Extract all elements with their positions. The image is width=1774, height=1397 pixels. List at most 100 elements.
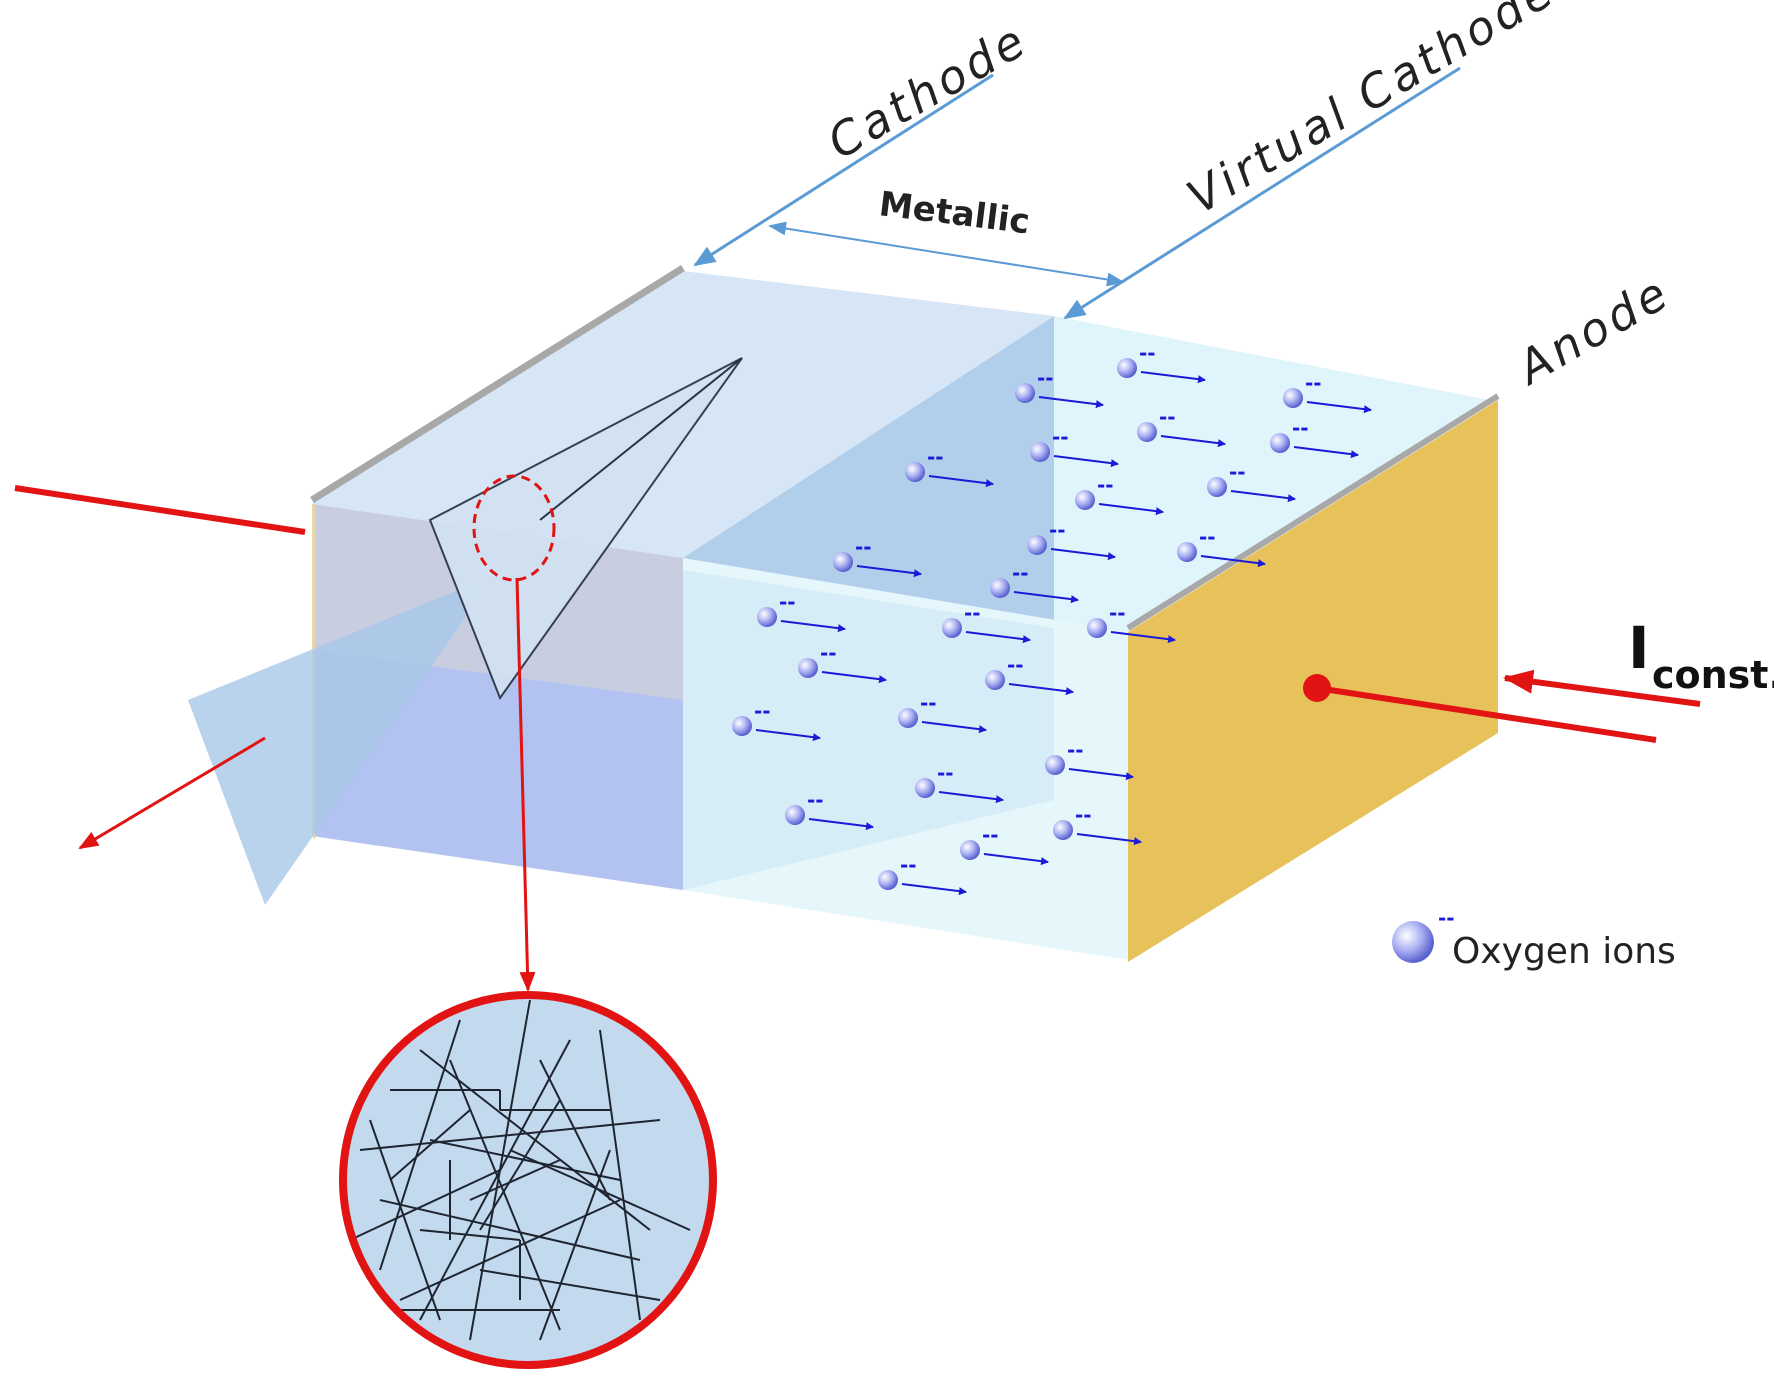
oxygen-ion: -- xyxy=(833,535,922,578)
oxygen-ion-sphere xyxy=(905,462,925,482)
oxygen-ion-sphere xyxy=(1015,383,1035,403)
anode-label: Anode xyxy=(1506,265,1680,396)
oxygen-ion-sphere xyxy=(1027,535,1047,555)
zoom-pointer-line xyxy=(515,577,536,992)
oxygen-ion-drift-arrow xyxy=(1230,490,1296,503)
virtual-cathode-leader-arrow xyxy=(1063,66,1461,320)
microstructure-fiber xyxy=(379,1199,641,1261)
oxygen-ion: -- xyxy=(960,823,1049,866)
oxygen-ion: -- xyxy=(915,761,1004,804)
current-lines xyxy=(14,485,1701,992)
oxygen-ion: -- xyxy=(732,699,821,742)
oxygen-ion-drift-arrow xyxy=(780,620,846,633)
microstructure-fiber xyxy=(359,1119,661,1151)
oxygen-ion-charge: -- xyxy=(1012,561,1029,585)
oxygen-ion-charge: -- xyxy=(820,641,837,665)
oxygen-ion-charge: -- xyxy=(1229,460,1246,484)
legend-ion-icon xyxy=(1392,921,1434,963)
oxygen-ion-sphere xyxy=(915,778,935,798)
oxygen-ion-sphere xyxy=(960,840,980,860)
cathode-leader-arrow xyxy=(693,73,994,267)
microstructure-fiber xyxy=(469,1159,561,1201)
oxygen-ion-charge: -- xyxy=(927,445,944,469)
oxygen-ion-drift-arrow xyxy=(1068,768,1134,781)
oxygen-ion-charge: -- xyxy=(1007,653,1024,677)
oxygen-ion-drift-arrow xyxy=(755,729,821,742)
oxygen-ion-charge: -- xyxy=(1067,738,1084,762)
microstructure-fiber xyxy=(419,1229,521,1241)
oxygen-ion-charge: -- xyxy=(964,601,981,625)
metallic-span-arrow xyxy=(768,221,1125,287)
oxygen-ion-charge: -- xyxy=(1139,341,1156,365)
oxygen-ion-sphere xyxy=(1207,477,1227,497)
anode-contact-dot xyxy=(1303,674,1331,702)
oxygen-ion-drift-arrow xyxy=(1200,555,1266,568)
oxygen-ion-drift-arrow xyxy=(1293,446,1359,459)
oxygen-ion-charge: -- xyxy=(1199,525,1216,549)
microstructure-fiber xyxy=(599,1029,641,1321)
oxygen-ion-charge: -- xyxy=(982,823,999,847)
oxygen-ion-drift-arrow xyxy=(1038,396,1104,409)
microstructure-fiber xyxy=(419,1039,571,1321)
oxygen-ion-charge: -- xyxy=(855,535,872,559)
oxygen-ion-charge: -- xyxy=(920,691,937,715)
microstructure-fiber xyxy=(389,1109,471,1181)
microstructure-fibers xyxy=(349,999,691,1341)
anode-edge xyxy=(1126,393,1500,631)
lens-plate xyxy=(428,357,743,701)
oxygen-ion-charge: -- xyxy=(1075,803,1092,827)
constant-current-label: I const. xyxy=(1628,614,1774,697)
oxygen-ion: -- xyxy=(1117,341,1206,384)
oxygen-ion-drift-arrow xyxy=(1008,683,1074,696)
microstructure-fiber xyxy=(369,1119,441,1321)
current-subscript: const. xyxy=(1652,653,1774,697)
oxygen-ions-group: -- -- -- -- -- -- -- -- -- -- -- -- -- -- -- -- -- -- -- --… xyxy=(732,341,1372,896)
oxygen-ion: -- xyxy=(990,561,1079,604)
oxygen-ion-charge: -- xyxy=(779,590,796,614)
oxygen-ion-sphere xyxy=(878,870,898,890)
cathode-edge xyxy=(310,265,685,503)
oxygen-ion-sphere xyxy=(942,618,962,638)
zoom-inset xyxy=(339,991,717,1369)
oxygen-ion-charge: -- xyxy=(807,788,824,812)
metallic-wedge-front xyxy=(683,570,1054,890)
oxygen-ion-charge: -- xyxy=(1109,601,1126,625)
incoming-current-line xyxy=(14,485,306,535)
legend-label: Oxygen ions xyxy=(1452,931,1676,972)
oxygen-ion-charge: -- xyxy=(1159,405,1176,429)
oxygen-ion: -- xyxy=(785,788,874,831)
oxygen-ion-charge: -- xyxy=(1097,473,1114,497)
oxygen-ion-sphere xyxy=(785,805,805,825)
oxygen-ion-drift-arrow xyxy=(808,818,874,831)
oxygen-ion-charge: -- xyxy=(754,699,771,723)
oxygen-ion-drift-arrow xyxy=(1140,371,1206,384)
oxygen-ion-drift-arrow xyxy=(1013,591,1079,604)
oxygen-ion-charge: -- xyxy=(900,853,917,877)
oxygen-ion-sphere xyxy=(1030,442,1050,462)
oxygen-ion-charge: -- xyxy=(1292,416,1309,440)
oxygen-ion: -- xyxy=(985,653,1074,696)
oxygen-ion-drift-arrow xyxy=(1110,631,1176,644)
label-arrows xyxy=(693,66,1461,320)
constant-current-arrow xyxy=(1503,669,1701,707)
oxygen-ion-charge: -- xyxy=(1037,366,1054,390)
outgoing-beam-arrow xyxy=(78,736,266,850)
oxygen-ion-sphere xyxy=(1270,433,1290,453)
oxygen-ion-sphere xyxy=(1087,618,1107,638)
oxygen-ion-sphere xyxy=(1177,542,1197,562)
microstructure-fiber xyxy=(349,1169,501,1241)
current-symbol: I xyxy=(1628,614,1650,682)
oxygen-ion: -- xyxy=(1137,405,1226,448)
oxygen-ion: -- xyxy=(1015,366,1104,409)
focus-spot xyxy=(472,474,556,582)
oxygen-ion-charge: -- xyxy=(1305,371,1322,395)
oxygen-ion-sphere xyxy=(1137,422,1157,442)
microstructure-fiber xyxy=(449,1059,561,1331)
microstructure-fiber xyxy=(539,1149,611,1341)
oxygen-ion: -- xyxy=(1053,803,1142,846)
oxygen-ion: -- xyxy=(1030,425,1119,468)
oxygen-ion-drift-arrow xyxy=(1160,435,1226,448)
oxygen-ion-drift-arrow xyxy=(1053,455,1119,468)
oxygen-ion-drift-arrow xyxy=(983,853,1049,866)
oxygen-ion-charge: -- xyxy=(1052,425,1069,449)
